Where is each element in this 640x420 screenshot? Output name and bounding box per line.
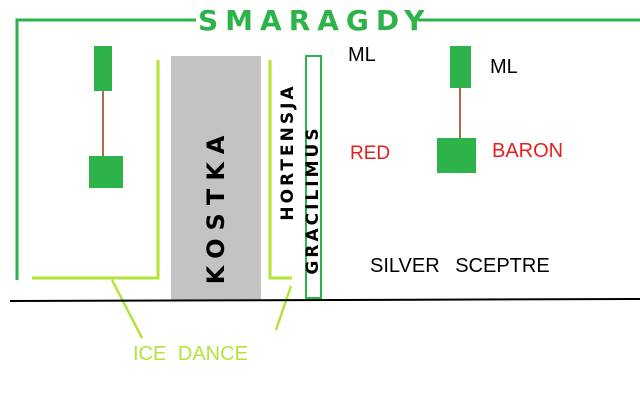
title-smaragdy: SMARAGDY <box>198 4 432 37</box>
ice-dance-bed-right <box>268 60 292 280</box>
smaragdy-outline <box>15 18 196 280</box>
ice-dance-label: ICE DANCE <box>133 343 248 365</box>
ground-line <box>9 298 640 302</box>
kostka-paving <box>171 56 261 301</box>
ice-dance-pointer-right <box>274 285 293 331</box>
gracilimus-bed <box>305 55 322 299</box>
silver-sceptre-label: SILVER SCEPTRE <box>370 255 550 277</box>
baron-shrub <box>437 138 476 173</box>
ml-label-left: ML <box>348 44 376 66</box>
red-shrub-left <box>89 156 123 188</box>
gracilimus-label: GRACILIMUS <box>303 125 323 275</box>
hortensja-label: HORTENSJA <box>278 83 298 221</box>
red-label: RED <box>350 143 391 164</box>
ml-tree-right-crown <box>450 46 471 88</box>
kostka-label: KOSTKA <box>202 127 230 285</box>
baron-label: BARON <box>492 140 564 162</box>
ml-label-right: ML <box>490 56 518 78</box>
ice-dance-bed-left <box>32 60 160 280</box>
ml-tree-left-crown <box>94 46 112 91</box>
ice-dance-pointer-left <box>110 279 144 339</box>
